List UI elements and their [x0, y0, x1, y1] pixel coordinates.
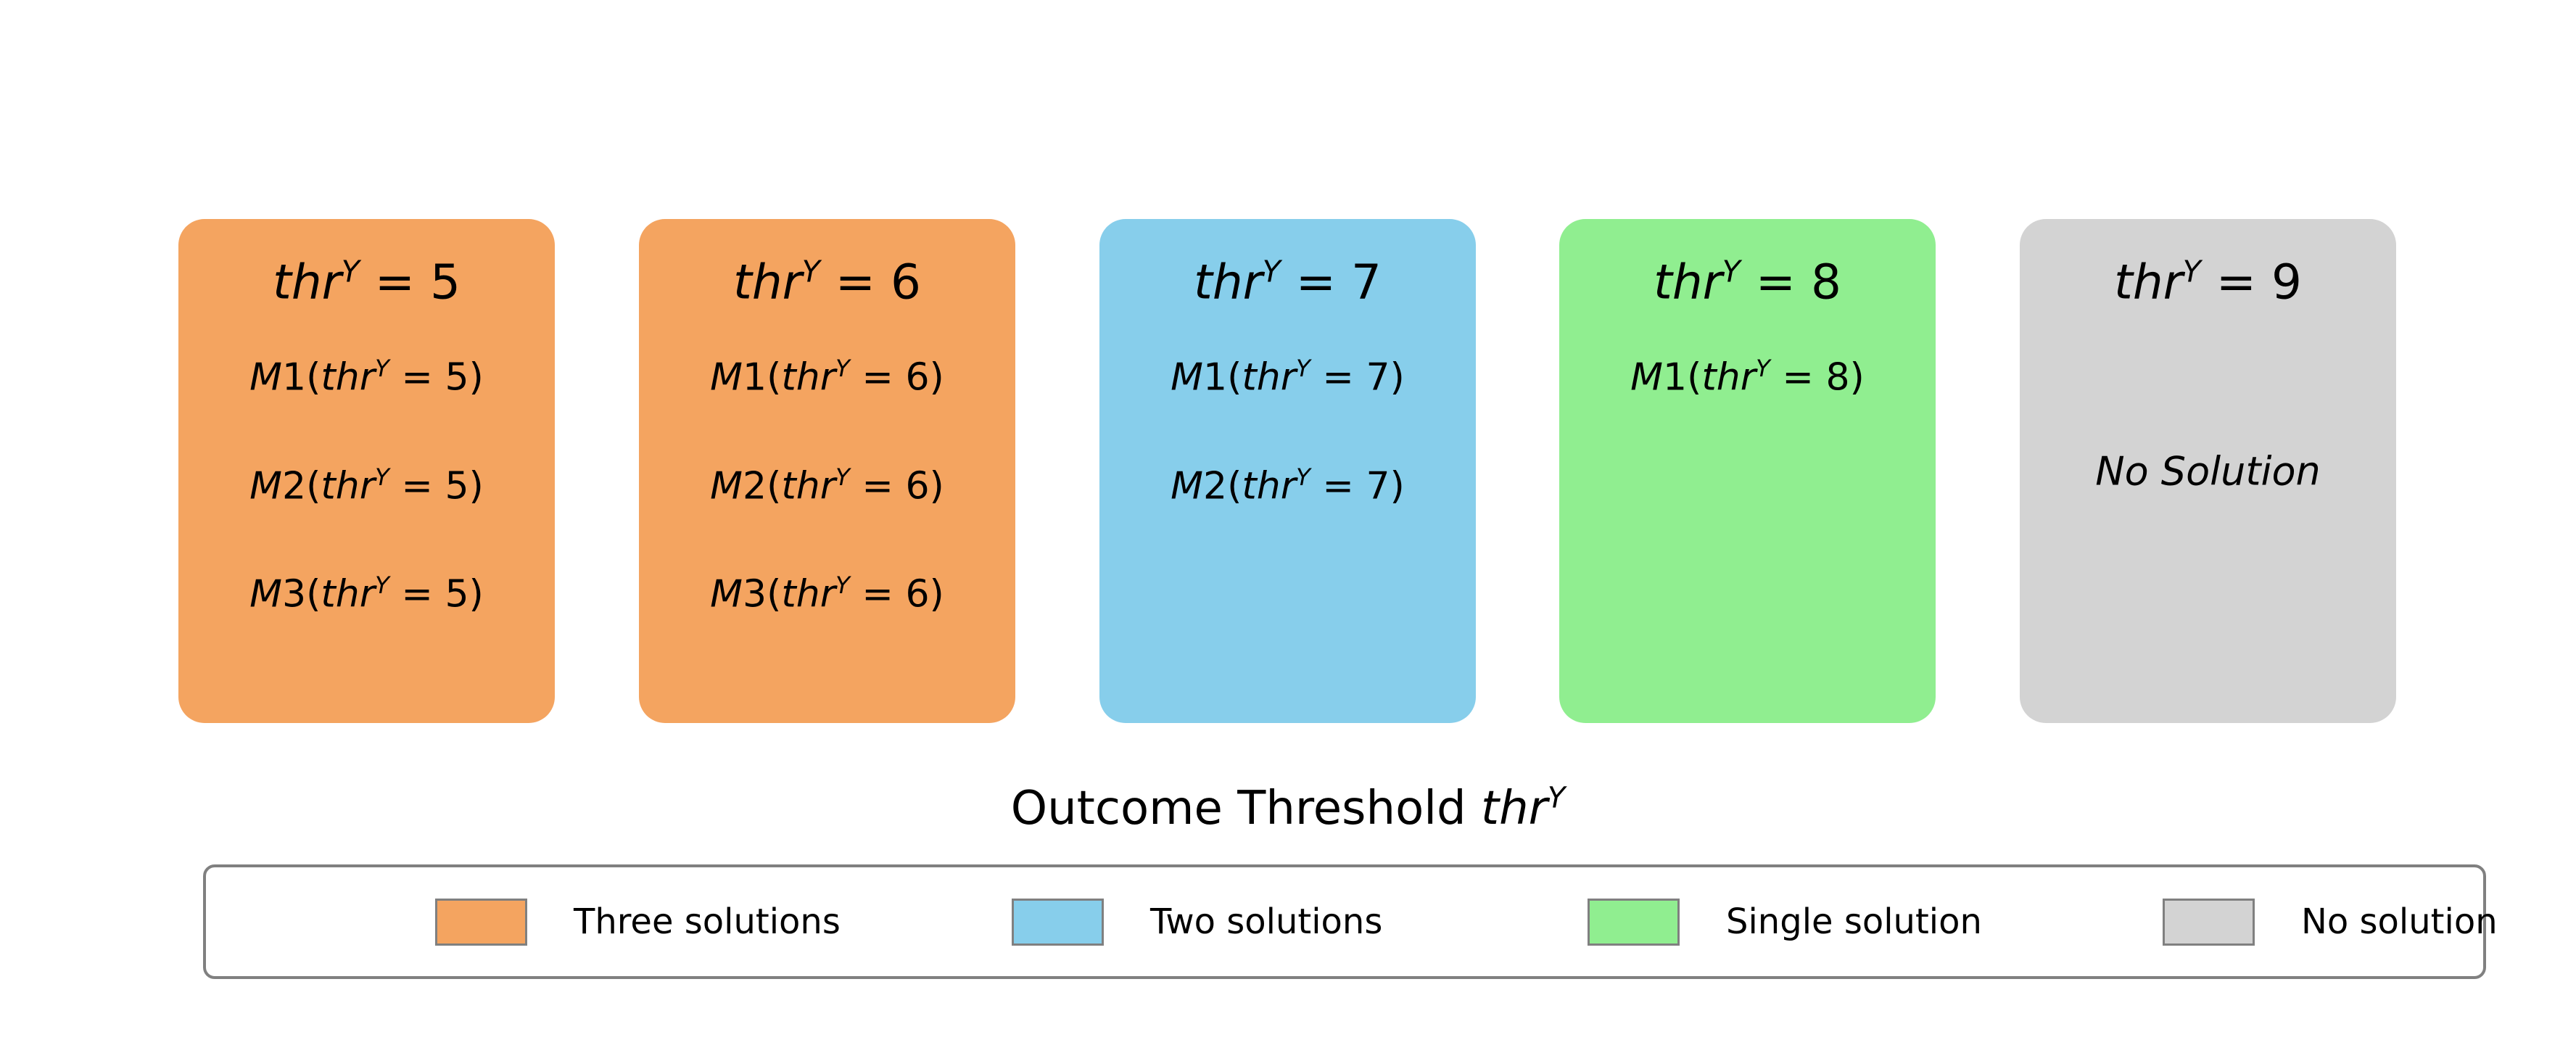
legend-label: No solution [2301, 901, 2498, 942]
model-label-m1: M1(thrY = 7) [1171, 355, 1405, 400]
threshold-card-9: thrY = 9 No Solution [2020, 219, 2396, 723]
legend-item-no-solution: No solution [2163, 867, 2498, 976]
x-axis-label: Outcome Threshold thrY [1010, 781, 1566, 835]
model-label-m2: M2(thrY = 7) [1171, 463, 1405, 508]
legend-label: Single solution [1726, 901, 1982, 942]
model-label-m2: M2(thrY = 5) [249, 463, 484, 508]
card-title: thrY = 7 [1193, 254, 1382, 310]
model-label-m2: M2(thrY = 6) [710, 463, 944, 508]
model-label-m3: M3(thrY = 5) [249, 571, 484, 616]
threshold-card-7: thrY = 7 M1(thrY = 7) M2(thrY = 7) [1099, 219, 1476, 723]
color-swatch-no-solution [2163, 898, 2255, 946]
color-swatch-two-solutions [1012, 898, 1104, 946]
legend-item-single-solution: Single solution [1588, 867, 1982, 976]
legend-label: Two solutions [1150, 901, 1383, 942]
model-label-m3: M3(thrY = 6) [710, 571, 944, 616]
no-solution-label: No Solution [2095, 448, 2321, 495]
legend-box: Three solutions Two solutions Single sol… [203, 864, 2498, 979]
model-label-m1: M1(thrY = 8) [1630, 355, 1865, 400]
card-title: thrY = 9 [2113, 254, 2303, 310]
threshold-card-8: thrY = 8 M1(thrY = 8) [1559, 219, 1936, 723]
card-title: thrY = 5 [272, 254, 461, 310]
color-swatch-single-solution [1588, 898, 1680, 946]
threshold-card-6: thrY = 6 M1(thrY = 6) M2(thrY = 6) M3(th… [639, 219, 1015, 723]
color-swatch-three-solutions [435, 898, 527, 946]
model-label-m1: M1(thrY = 5) [249, 355, 484, 400]
threshold-card-5: thrY = 5 M1(thrY = 5) M2(thrY = 5) M3(th… [178, 219, 555, 723]
legend-label: Three solutions [574, 901, 841, 942]
card-title: thrY = 8 [1653, 254, 1842, 310]
legend-item-three-solutions: Three solutions [435, 867, 841, 976]
legend-item-two-solutions: Two solutions [1012, 867, 1382, 976]
model-label-m1: M1(thrY = 6) [710, 355, 944, 400]
card-title: thrY = 6 [732, 254, 922, 310]
